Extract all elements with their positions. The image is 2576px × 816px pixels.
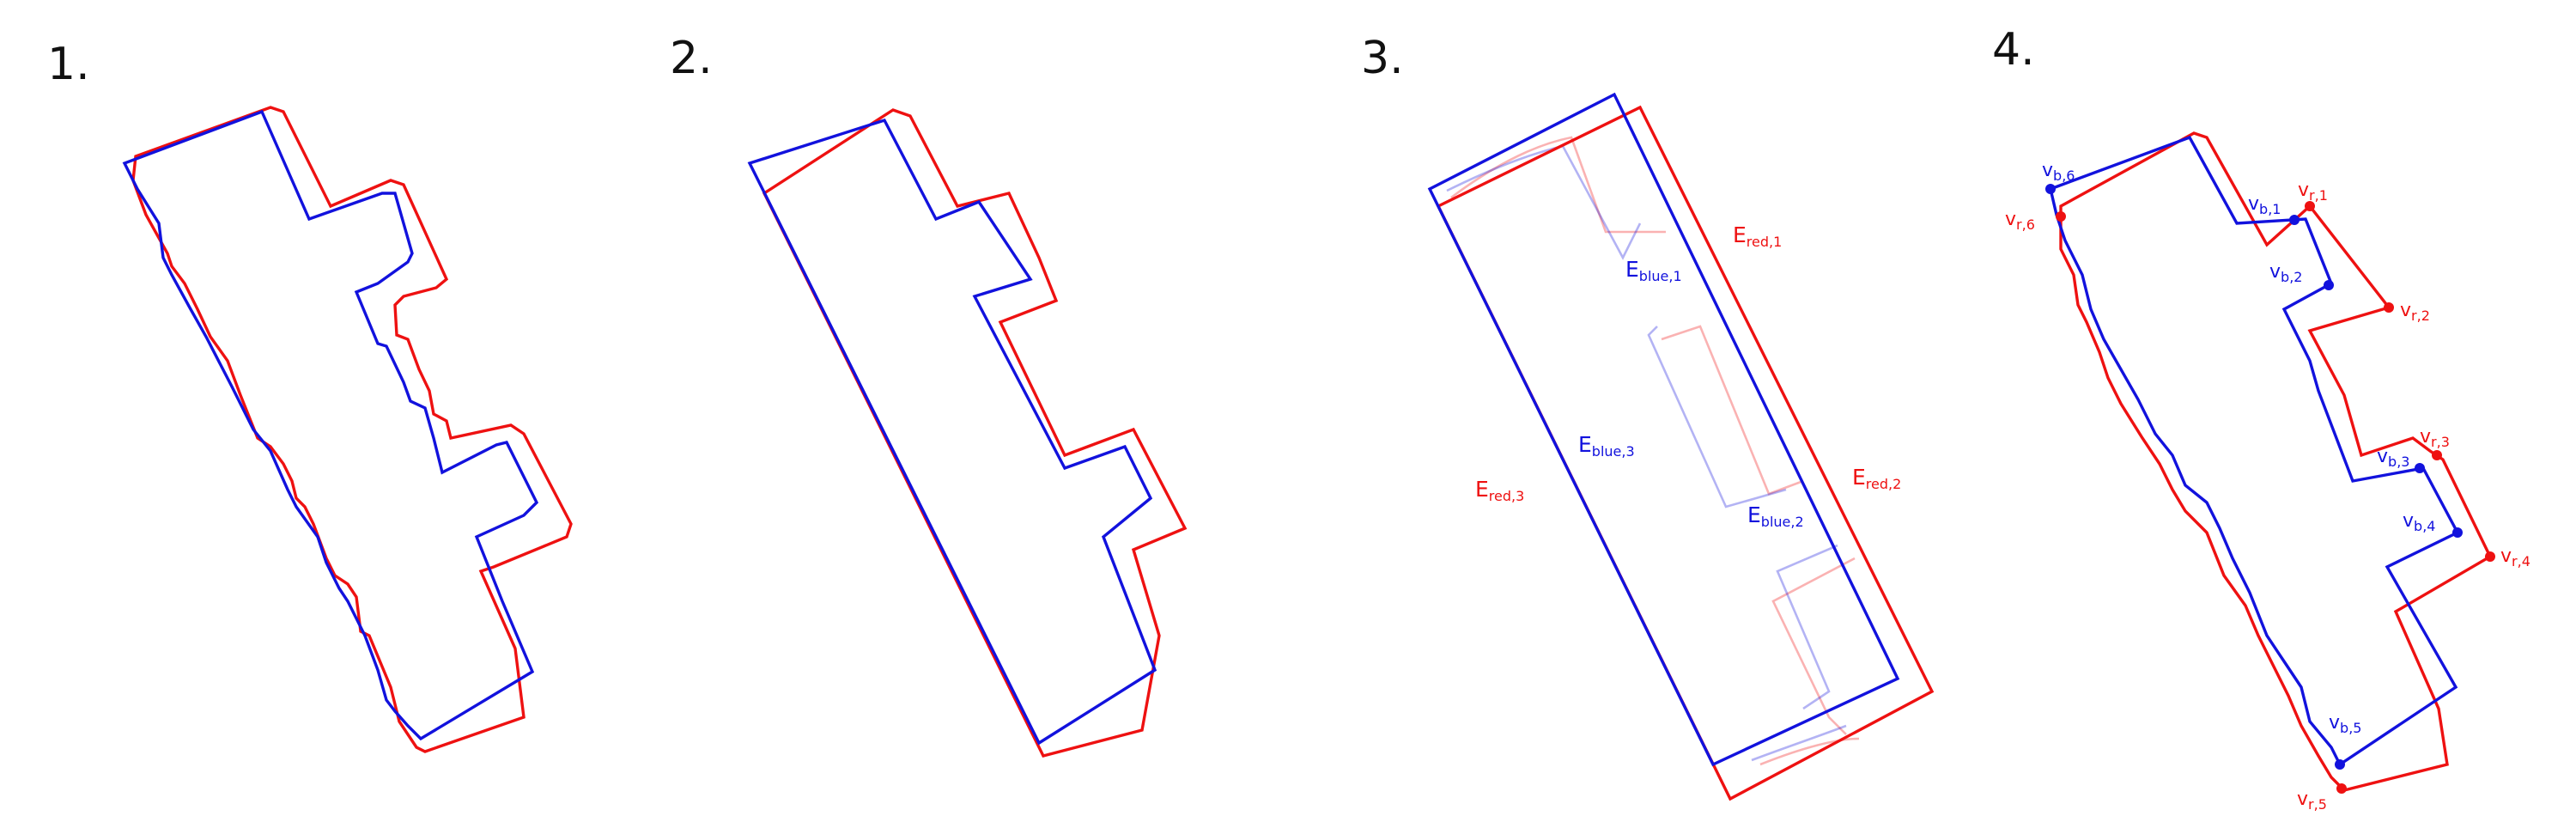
vertex-dot-b5 xyxy=(2335,759,2345,770)
edge-label-red-3: Ered,3 xyxy=(1475,477,1524,504)
vertex-label-b5: vb,5 xyxy=(2329,712,2361,736)
vertex-dot-r3 xyxy=(2432,450,2442,460)
vertex-label-r6: vr,6 xyxy=(2005,209,2035,233)
vertex-dot-r6 xyxy=(2056,211,2066,222)
panel-1-red-outline xyxy=(131,106,573,753)
panel-1-blue-outline xyxy=(122,109,539,741)
panel-3-number: 3. xyxy=(1361,33,1404,84)
vertex-dot-r5 xyxy=(2336,783,2347,794)
panel-2: 2. xyxy=(670,33,1188,758)
panel-4-number: 4. xyxy=(1992,24,2035,76)
vertex-dot-b6 xyxy=(2045,184,2056,194)
panel-2-number: 2. xyxy=(670,33,713,84)
panel-2-red-outline xyxy=(762,108,1188,758)
panel-4-blue-outline xyxy=(2049,135,2460,767)
vertex-label-r3: vr,3 xyxy=(2420,426,2450,450)
vertex-label-b2: vb,2 xyxy=(2269,261,2302,285)
edge-label-blue-3: Eblue,3 xyxy=(1578,432,1635,460)
panel-3: 3. Ered,1 Eblue,1 Eblue,3 Ered,3 Ered,2 … xyxy=(1361,33,1935,801)
vertex-dot-b4 xyxy=(2452,527,2463,538)
vertex-label-b6: vb,6 xyxy=(2042,160,2075,184)
vertex-dot-r2 xyxy=(2384,302,2394,313)
vertex-label-b4: vb,4 xyxy=(2403,510,2435,534)
vertex-dot-b1 xyxy=(2289,215,2300,225)
panel-3-red-faint-outline xyxy=(1450,136,1860,766)
edge-label-red-2: Ered,2 xyxy=(1852,465,1901,492)
panel-3-blue-rectangle xyxy=(1427,92,1900,767)
panel-1: 1. xyxy=(47,39,573,753)
vertex-label-r1: vr,1 xyxy=(2298,180,2328,204)
panel-3-blue-faint-outline xyxy=(1446,144,1847,762)
panel-4: 4. vb,6 vr,6 vr,1 vb,1 vb,2 vr,2 vr,3 vb… xyxy=(1992,24,2530,813)
vertex-label-b3: vb,3 xyxy=(2377,446,2409,470)
panel-2-blue-outline xyxy=(747,118,1157,746)
edge-label-red-1: Ered,1 xyxy=(1733,222,1782,250)
panel-4-red-outline xyxy=(2059,131,2493,792)
vertex-dot-b2 xyxy=(2324,280,2334,290)
vertex-dot-b3 xyxy=(2415,463,2425,473)
edge-label-blue-2: Eblue,2 xyxy=(1747,502,1804,530)
panel-3-red-rectangle xyxy=(1436,105,1935,801)
vertex-dot-r1 xyxy=(2305,201,2315,211)
vertex-label-r5: vr,5 xyxy=(2297,789,2327,813)
vertex-label-b1: vb,1 xyxy=(2248,193,2281,217)
edge-label-blue-1: Eblue,1 xyxy=(1625,257,1682,284)
panel-1-number: 1. xyxy=(47,39,90,90)
vertex-dot-r4 xyxy=(2485,551,2495,562)
vertex-label-r2: vr,2 xyxy=(2400,300,2430,324)
vertex-label-r4: vr,4 xyxy=(2500,545,2530,569)
